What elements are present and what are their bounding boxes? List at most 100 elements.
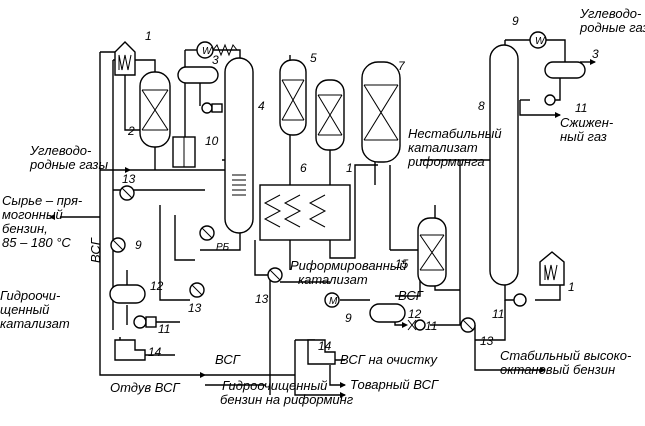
pump-11-right-bottom	[513, 293, 527, 307]
number-14-left: 14	[148, 345, 162, 359]
cooler-9-left	[110, 237, 126, 253]
arrow-right	[200, 372, 206, 378]
equipment-numbers: 1 2 3 4 5 6 7 8 9 10 11 11 11 11 12 12 1…	[122, 14, 599, 359]
label-reformed-1: Риформированный	[290, 258, 407, 273]
text-labels: Углеводо- родные газы Сжижен- ный газ Уг…	[0, 6, 645, 407]
arrow-right	[555, 112, 561, 118]
number-9-mid: 9	[345, 311, 352, 325]
heat-exchanger-13-c	[267, 267, 283, 283]
label-liquefied-1: Сжижен-	[560, 115, 614, 130]
compressor-14-left	[114, 339, 146, 361]
label-liquefied-2: ный газ	[560, 129, 607, 144]
label-hydro-cat-1: Гидроочи-	[0, 288, 61, 303]
number-13-b: 13	[188, 301, 202, 315]
number-10: 10	[205, 134, 219, 148]
separator-3-left	[177, 66, 219, 84]
pump-9-middle	[324, 292, 340, 308]
arrow-right	[340, 382, 346, 388]
label-top-gases-2: родные газы	[579, 20, 645, 35]
label-vsg-vertical: ВСГ	[88, 237, 103, 263]
column-4	[224, 57, 254, 234]
pump-11-left	[133, 315, 157, 329]
heat-exchanger-rb	[199, 225, 215, 241]
reactor-2	[139, 71, 171, 148]
column-8	[489, 44, 519, 286]
label-w-right: W	[535, 36, 546, 47]
number-8: 8	[478, 99, 485, 113]
label-vsg-right: ВСГ	[398, 288, 424, 303]
label-left-gases-2: родные газы	[29, 157, 108, 172]
label-stable-1: Стабильный высоко-	[500, 348, 632, 363]
arrow-right	[125, 167, 131, 173]
label-hydro-cat-2: щенный	[0, 302, 49, 317]
heat-exchanger-13-d	[460, 317, 476, 333]
label-left-gases-1: Углеводо-	[29, 143, 92, 158]
label-vsg-clean: ВСГ на очистку	[340, 352, 439, 367]
number-13-a: 13	[122, 172, 136, 186]
arrow-right	[540, 367, 546, 373]
number-15: 15	[395, 257, 409, 271]
compressor-14-mid	[307, 339, 336, 365]
label-unstable-1: Нестабильный	[408, 126, 502, 141]
number-11-right-bottom: 11	[492, 307, 504, 321]
label-commercial-vsg: Товарный ВСГ	[350, 377, 439, 392]
heat-exchanger-13-b	[189, 282, 205, 298]
label-reformed-2: катализат	[298, 272, 368, 287]
separator-3-right	[544, 61, 586, 79]
arrow-right	[590, 59, 596, 65]
reactor-15	[417, 217, 447, 287]
number-2: 2	[127, 124, 135, 138]
number-1-top: 1	[145, 29, 152, 43]
number-13-d: 13	[480, 334, 494, 348]
number-5: 5	[310, 51, 317, 65]
number-11-right-top: 11	[575, 101, 587, 115]
reactor-6	[315, 79, 345, 151]
separator-12-left	[109, 284, 146, 304]
number-11-left: 11	[158, 322, 170, 336]
number-12-left: 12	[150, 279, 164, 293]
label-unstable-2: катализат	[408, 140, 478, 155]
number-1-right: 1	[568, 280, 575, 294]
label-top-gases-1: Углеводо-	[579, 6, 642, 21]
arrow-left	[49, 214, 55, 220]
reactor-7	[361, 61, 401, 163]
pump-11-right-top	[544, 94, 556, 106]
label-stable-2: октановый бензин	[500, 362, 615, 377]
label-unstable-3: риформинга	[407, 154, 485, 169]
label-raw-4: 85 – 180 °С	[2, 235, 71, 250]
label-rb: РБ	[216, 242, 230, 253]
label-raw-1: Сырье – пря-	[2, 193, 83, 208]
number-4: 4	[258, 99, 265, 113]
label-vsg-blowoff: Отдув ВСГ	[110, 380, 181, 395]
pump-11-middle	[407, 319, 426, 331]
air-cooler-top	[196, 41, 238, 59]
label-w-left: W	[202, 46, 213, 57]
label-m: M	[329, 296, 338, 307]
number-3-right: 3	[592, 47, 599, 61]
air-cooler-right	[529, 31, 547, 49]
label-raw-3: бензин,	[2, 221, 48, 236]
number-6: 6	[300, 161, 307, 175]
label-raw-2: могонный	[2, 207, 63, 222]
number-3-left: 3	[212, 53, 219, 67]
furnace-1-right	[539, 251, 565, 286]
furnace-1-top-left	[114, 41, 136, 76]
heat-exchanger-13-a	[119, 185, 135, 201]
number-13-c: 13	[255, 292, 269, 306]
number-12-right: 12	[408, 307, 422, 321]
pump-upper	[201, 102, 223, 114]
label-hydro-petrol-2: бензин на риформинг	[220, 392, 354, 407]
label-vsg-bottom: ВСГ	[215, 352, 241, 367]
furnace-1-middle	[259, 184, 351, 241]
number-9-left: 9	[135, 238, 142, 252]
arrow-right	[340, 392, 346, 398]
flow-arrows	[49, 59, 596, 398]
label-hydro-petrol-1: Гидроочищенный	[222, 378, 327, 393]
number-1-middle: 1	[346, 161, 353, 175]
number-9-right: 9	[512, 14, 519, 28]
reactor-5	[279, 59, 307, 136]
label-hydro-cat-3: катализат	[0, 316, 70, 331]
number-14-mid: 14	[318, 339, 332, 353]
